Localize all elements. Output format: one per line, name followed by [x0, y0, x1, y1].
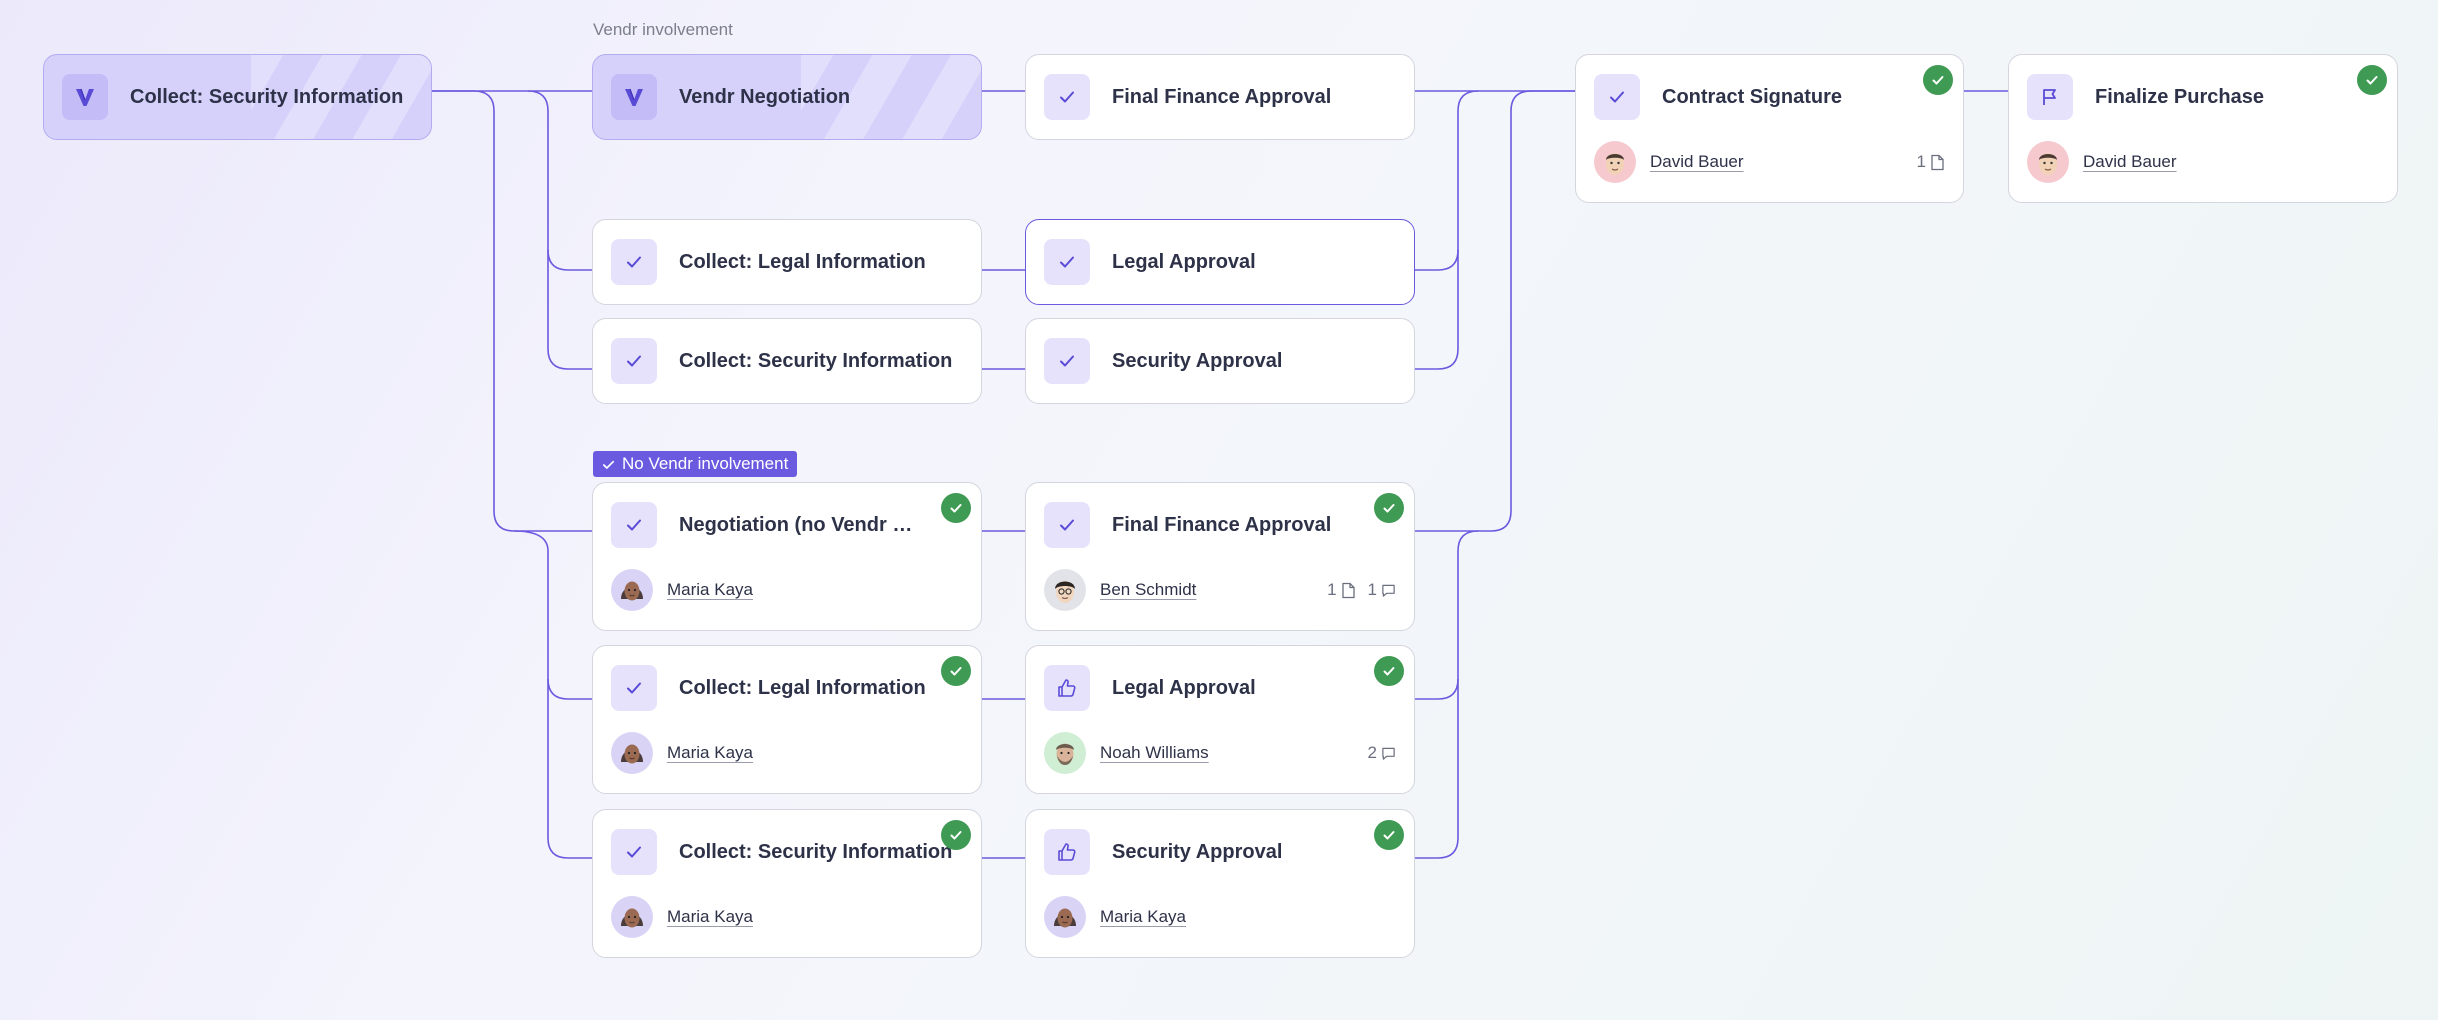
completed-check-icon — [941, 656, 971, 686]
step-card-final-finance-approval-no-vendr[interactable]: Final Finance Approval Ben Schmidt 1 1 — [1025, 482, 1415, 631]
completed-check-icon — [1923, 65, 1953, 95]
assignee-link[interactable]: Maria Kaya — [1100, 907, 1186, 926]
completed-check-icon — [1374, 656, 1404, 686]
attachment-count-value: 1 — [1916, 152, 1926, 171]
step-card-legal-approval[interactable]: Legal Approval — [1025, 219, 1415, 305]
assignee-link[interactable]: Ben Schmidt — [1100, 580, 1197, 599]
assignee-link[interactable]: Maria Kaya — [667, 580, 753, 599]
step-card-contract-signature[interactable]: Contract Signature David Bauer 1 — [1575, 54, 1964, 203]
attachment-count-value: 1 — [1327, 580, 1337, 599]
comment-icon — [1382, 747, 1395, 760]
step-card-security-approval-no-vendr[interactable]: Security Approval Maria Kaya — [1025, 809, 1415, 958]
step-title: Legal Approval — [1112, 250, 1256, 273]
step-title: Contract Signature — [1662, 85, 1843, 108]
check-icon — [611, 829, 657, 875]
comment-count-value: 2 — [1367, 743, 1377, 762]
completed-check-icon — [2357, 65, 2387, 95]
thumbs-up-icon — [1044, 665, 1090, 711]
step-card-collect-security-no-vendr[interactable]: Collect: Security Information Maria Kaya — [592, 809, 982, 958]
assignee-link[interactable]: David Bauer — [2083, 152, 2177, 171]
step-card-vendr-negotiation[interactable]: Vendr Negotiation — [592, 54, 982, 140]
step-title: Legal Approval — [1112, 676, 1256, 699]
step-title: Final Finance Approval — [1112, 85, 1332, 108]
attachment-count: 1 — [1327, 580, 1355, 600]
avatar — [2027, 141, 2069, 183]
no-vendr-involvement-text: No Vendr involvement — [622, 454, 789, 473]
step-title: Final Finance Approval — [1112, 513, 1332, 536]
document-icon — [1931, 154, 1944, 170]
step-card-start-collect-security[interactable]: Collect: Security Information — [43, 54, 432, 140]
completed-check-icon — [941, 820, 971, 850]
vendr-logo-icon — [62, 74, 108, 120]
check-icon — [611, 665, 657, 711]
attachment-count: 1 — [1917, 152, 1945, 172]
completed-check-icon — [941, 493, 971, 523]
step-title: Collect: Legal Information — [679, 250, 926, 273]
avatar — [1044, 569, 1086, 611]
check-icon — [1044, 502, 1090, 548]
check-icon — [1044, 239, 1090, 285]
step-title: Collect: Security Information — [130, 85, 404, 108]
comment-count: 2 — [1368, 743, 1396, 763]
check-icon — [1594, 74, 1640, 120]
step-card-final-finance-approval[interactable]: Final Finance Approval — [1025, 54, 1415, 140]
assignee-link[interactable]: Noah Williams — [1100, 743, 1209, 762]
step-card-collect-legal-no-vendr[interactable]: Collect: Legal Information Maria Kaya — [592, 645, 982, 794]
step-card-collect-legal[interactable]: Collect: Legal Information — [592, 219, 982, 305]
thumbs-up-icon — [1044, 829, 1090, 875]
check-icon — [611, 239, 657, 285]
step-title: Collect: Security Information — [679, 349, 953, 372]
step-title: Collect: Security Information — [679, 840, 953, 863]
decorative-stripes — [251, 55, 431, 139]
step-card-negotiation-no-vendr[interactable]: Negotiation (no Vendr SaaS Co... Maria K… — [592, 482, 982, 631]
step-title: Security Approval — [1112, 349, 1283, 372]
check-icon — [1044, 74, 1090, 120]
comment-count-value: 1 — [1367, 580, 1377, 599]
avatar — [1044, 732, 1086, 774]
check-icon — [1044, 338, 1090, 384]
step-title: Finalize Purchase — [2095, 85, 2264, 108]
assignee-link[interactable]: David Bauer — [1650, 152, 1744, 171]
step-title: Collect: Legal Information — [679, 676, 926, 699]
check-icon — [611, 338, 657, 384]
avatar — [1594, 141, 1636, 183]
decorative-stripes — [801, 55, 981, 139]
completed-check-icon — [1374, 493, 1404, 523]
avatar — [1044, 896, 1086, 938]
step-title: Security Approval — [1112, 840, 1283, 863]
assignee-link[interactable]: Maria Kaya — [667, 907, 753, 926]
flag-icon — [2027, 74, 2073, 120]
avatar — [611, 896, 653, 938]
comment-icon — [1382, 584, 1395, 597]
no-vendr-involvement-badge: No Vendr involvement — [593, 451, 798, 477]
comment-count: 1 — [1368, 580, 1396, 600]
avatar — [611, 732, 653, 774]
step-card-legal-approval-no-vendr[interactable]: Legal Approval Noah Williams 2 — [1025, 645, 1415, 794]
assignee-link[interactable]: Maria Kaya — [667, 743, 753, 762]
step-title: Negotiation (no Vendr SaaS Co... — [679, 513, 921, 536]
step-card-security-approval[interactable]: Security Approval — [1025, 318, 1415, 404]
avatar — [611, 569, 653, 611]
vendr-involvement-label: Vendr involvement — [593, 20, 733, 39]
check-icon — [611, 502, 657, 548]
check-icon — [602, 460, 615, 469]
step-title: Vendr Negotiation — [679, 85, 851, 108]
step-card-collect-security[interactable]: Collect: Security Information — [592, 318, 982, 404]
vendr-logo-icon — [611, 74, 657, 120]
step-card-finalize-purchase[interactable]: Finalize Purchase David Bauer — [2008, 54, 2398, 203]
document-icon — [1341, 582, 1355, 598]
completed-check-icon — [1374, 820, 1404, 850]
